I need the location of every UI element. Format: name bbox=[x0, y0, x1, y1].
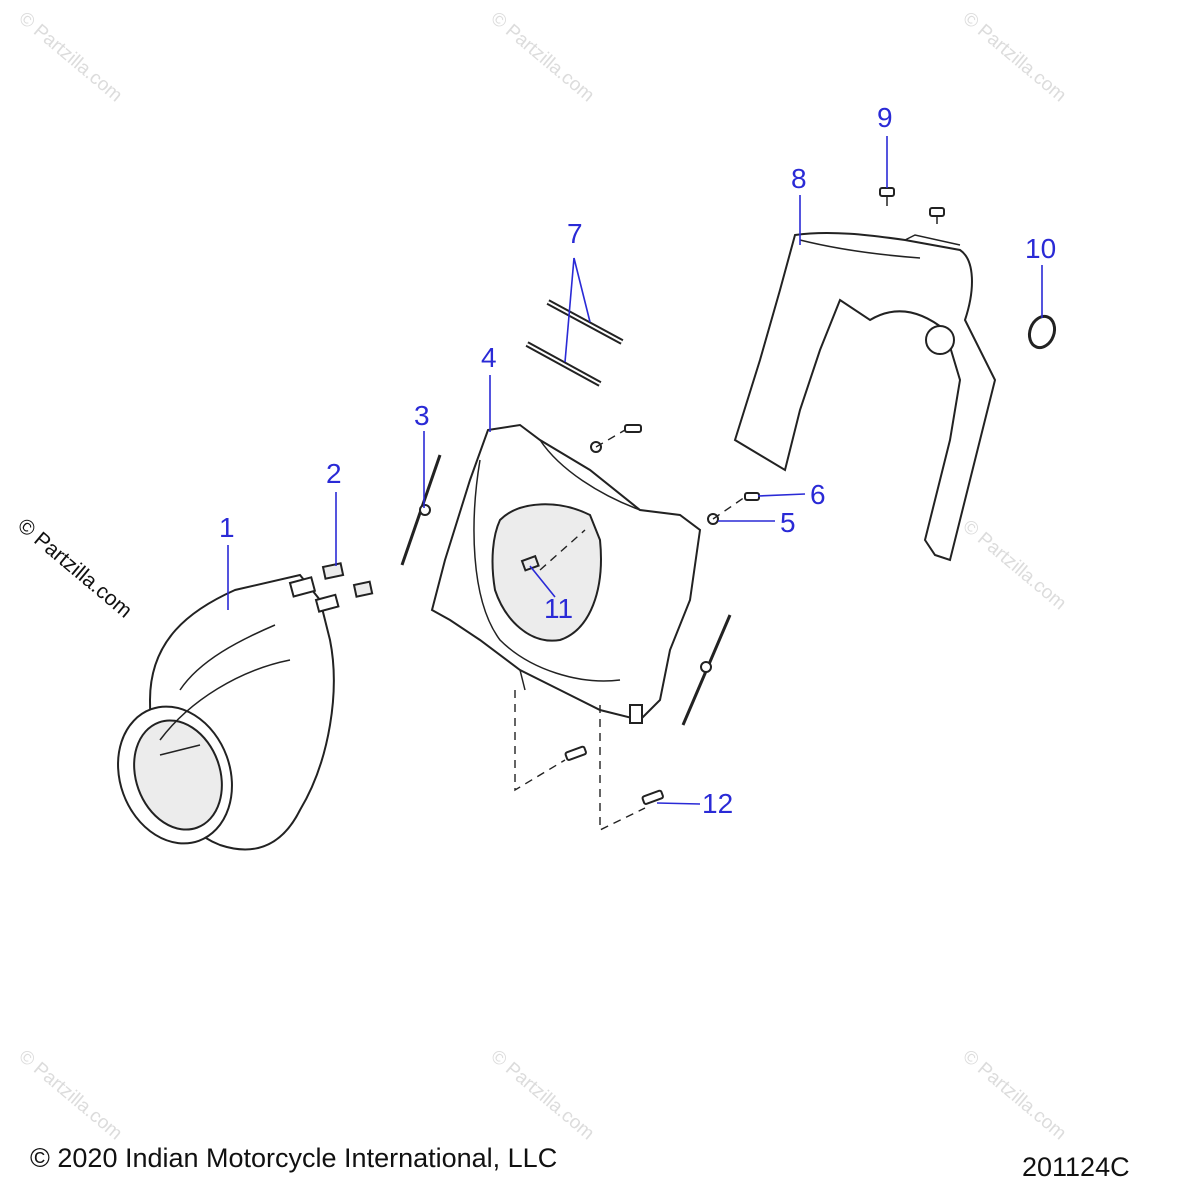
callout-11: 11 bbox=[544, 593, 574, 624]
leader-lines bbox=[227, 136, 1043, 805]
part-10-grommet bbox=[1027, 314, 1057, 350]
callout-2: 2 bbox=[326, 458, 342, 489]
callout-4: 4 bbox=[481, 342, 497, 373]
callout-9: 9 bbox=[877, 102, 893, 133]
callout-1: 1 bbox=[219, 512, 235, 543]
callout-6: 6 bbox=[810, 479, 826, 510]
part-4-inner-fairing bbox=[430, 423, 702, 724]
callout-10: 10 bbox=[1025, 233, 1057, 264]
copyright-notice: © 2020 Indian Motorcycle International, … bbox=[30, 1143, 558, 1173]
callout-8: 8 bbox=[791, 163, 807, 194]
callout-3: 3 bbox=[414, 400, 430, 431]
part-8-outer-shroud bbox=[733, 231, 997, 562]
part-1-headlight-nacelle bbox=[117, 573, 340, 851]
cable-tie-lower bbox=[681, 614, 732, 726]
callout-7: 7 bbox=[567, 218, 583, 249]
part-9-screws bbox=[879, 187, 945, 224]
part-7-rods bbox=[525, 299, 624, 387]
callout-12: 12 bbox=[702, 788, 734, 819]
callout-5: 5 bbox=[780, 507, 796, 538]
part-12-bolts bbox=[514, 690, 664, 832]
diagram-code: 201124C bbox=[1022, 1152, 1130, 1182]
part-5-6-fasteners bbox=[590, 424, 760, 525]
part-2-clips bbox=[321, 562, 374, 598]
part-3-cable-tie bbox=[400, 454, 442, 566]
